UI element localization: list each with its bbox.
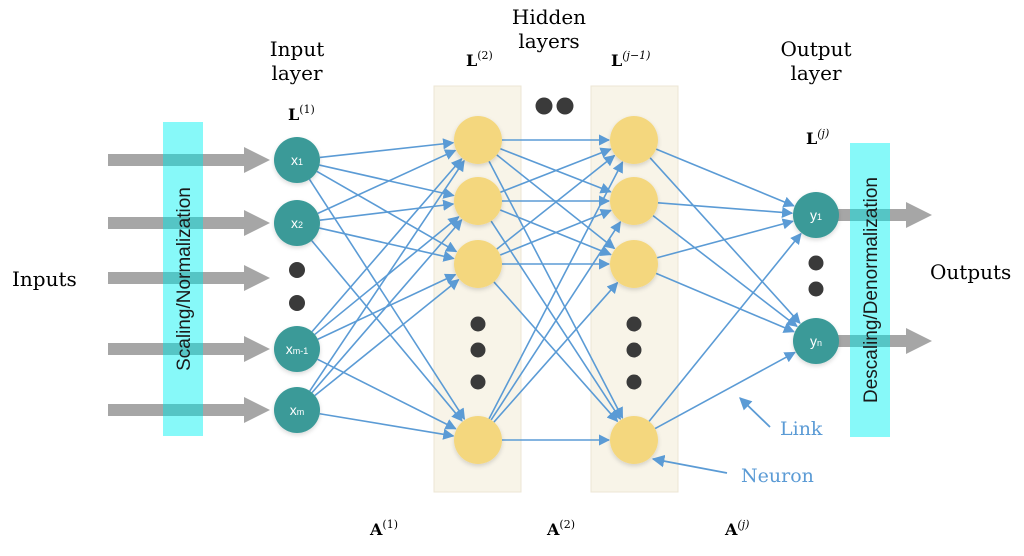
input-neuron-label: xm-1 — [286, 341, 309, 357]
activation-symbol-A2: A(2) — [546, 518, 575, 539]
output-layer-heading-line1: Output — [780, 37, 851, 61]
link — [311, 240, 463, 422]
arrow-overlays — [163, 154, 890, 416]
input-layer-heading-line2: layer — [271, 61, 322, 85]
hidden-neuron-layer-2 — [454, 177, 502, 225]
arrow-through-bar — [850, 209, 890, 221]
input-ellipsis-dot — [289, 262, 305, 278]
hidden-layers-heading-line2: layers — [518, 29, 579, 53]
hidden2-ellipsis-dot — [626, 374, 642, 390]
link — [655, 148, 795, 208]
layer-symbol-L1: L(1) — [288, 103, 315, 124]
layer-symbol-Lj-minus-1: L(j−1) — [611, 49, 650, 70]
neuron-annotation-pointer — [651, 454, 728, 474]
outputs-label: Outputs — [930, 260, 1011, 284]
links — [308, 134, 802, 446]
hidden1-ellipsis-dot — [470, 316, 486, 332]
link — [648, 232, 802, 422]
arrow-through-bar — [163, 217, 203, 229]
input-neuron: xm — [274, 387, 320, 433]
link — [496, 154, 616, 250]
input-neuron: x1 — [274, 137, 320, 183]
hidden-neuron-layer-j-1 — [610, 416, 658, 464]
hidden-neuron-layer-j-1 — [610, 116, 658, 164]
input-neuron-label: x2 — [291, 215, 303, 231]
hidden-neuron-layer-j-1 — [610, 177, 658, 225]
output-neuron: yn — [793, 318, 839, 364]
hidden2-ellipsis-dot — [626, 342, 642, 358]
inputs-label: Inputs — [12, 267, 77, 291]
layer-symbol-Lj: L(j) — [806, 127, 829, 148]
neuron-annotation-label: Neuron — [741, 465, 814, 487]
link — [309, 159, 465, 392]
link — [655, 272, 795, 333]
arrow-through-bar — [163, 343, 203, 355]
hidden-neuron-layer-2 — [454, 240, 502, 288]
arrow-through-bar — [163, 154, 203, 166]
link — [319, 412, 455, 440]
output-ellipsis-dot — [808, 281, 824, 297]
nodes: x1 x2 xm-1 xm y1 yn — [274, 116, 839, 464]
input-neuron: xm-1 — [274, 326, 320, 372]
link — [317, 149, 457, 215]
hidden1-ellipsis-dot — [470, 342, 486, 358]
ellipsis-dots — [289, 97, 824, 390]
scaling-normalization-label: Scaling/Normalization — [174, 187, 195, 371]
hidden-layers-ellipsis-dot — [535, 97, 553, 115]
link — [319, 138, 455, 159]
output-neuron: y1 — [793, 192, 839, 238]
link — [499, 208, 612, 256]
link — [311, 158, 463, 333]
layer-symbol-L2: L(2) — [466, 49, 493, 70]
link — [488, 161, 624, 420]
link — [317, 358, 457, 430]
hidden-layers-heading-line1: Hidden — [512, 5, 586, 29]
activation-symbol-A1: A(1) — [369, 518, 398, 539]
descaling-denormalization-label: Descaling/Denormalization — [861, 177, 882, 403]
input-neuron-label: xm — [290, 402, 305, 418]
link — [314, 278, 460, 397]
output-neuron-label: yn — [810, 333, 822, 349]
activation-symbol-Aj: A(j) — [724, 518, 749, 539]
link — [319, 164, 455, 199]
hidden-neuron-layer-2 — [454, 416, 502, 464]
hidden2-ellipsis-dot — [626, 316, 642, 332]
link — [493, 281, 619, 423]
link — [652, 214, 798, 328]
input-neuron: x2 — [274, 200, 320, 246]
hidden1-ellipsis-dot — [470, 374, 486, 390]
arrow-through-bar — [850, 335, 890, 347]
output-neuron-label: y1 — [810, 207, 822, 223]
input-layer-heading-line1: Input — [270, 37, 325, 61]
hidden-neuron-layer-j-1 — [610, 240, 658, 288]
hidden-layers-ellipsis-dot — [556, 97, 574, 115]
link — [490, 220, 622, 421]
link — [654, 351, 796, 430]
link — [657, 202, 794, 218]
output-ellipsis-dot — [808, 255, 824, 271]
link — [319, 227, 455, 262]
arrow-through-bar — [163, 404, 203, 416]
link — [308, 178, 466, 420]
link — [500, 147, 612, 194]
arrow-through-bar — [163, 272, 203, 284]
input-ellipsis-dot — [289, 295, 305, 311]
input-neuron-label: x1 — [291, 152, 303, 168]
link-annotation-label: Link — [780, 418, 823, 440]
link — [649, 157, 801, 325]
link-annotation-pointer — [739, 397, 771, 428]
link — [311, 219, 463, 394]
link — [319, 199, 455, 222]
descaling-denormalization-bar — [850, 143, 890, 437]
link — [656, 218, 794, 259]
output-layer-heading-line2: layer — [790, 61, 841, 85]
hidden-neuron-layer-2 — [454, 116, 502, 164]
